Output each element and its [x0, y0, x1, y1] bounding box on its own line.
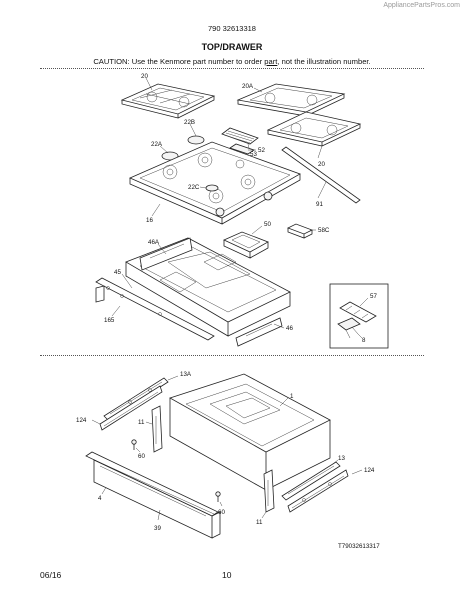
- callout-124-right: 124: [364, 467, 375, 474]
- callout-46a: 46A: [148, 239, 160, 246]
- callout-13: 13: [338, 455, 345, 462]
- callout-60-right: 60: [218, 509, 225, 516]
- callout-57: 57: [370, 293, 377, 300]
- screw-60-right[interactable]: [215, 491, 221, 502]
- drawer-body-1[interactable]: [169, 373, 331, 491]
- callout-60-left: 60: [138, 453, 145, 460]
- rail-13a[interactable]: [103, 377, 169, 421]
- drawer-panel-39[interactable]: [93, 459, 221, 539]
- caution-part-word: part: [264, 57, 278, 66]
- footer-date: 06/16: [40, 570, 62, 580]
- cooktop-16[interactable]: [129, 141, 301, 225]
- grate-left[interactable]: [120, 83, 216, 119]
- caution-prefix: CAUTION: Use the Kenmore part number to …: [93, 57, 265, 66]
- callout-11-bottom: 11: [256, 519, 263, 526]
- callout-22b: 22B: [184, 119, 195, 126]
- burner-cap-22b[interactable]: [187, 135, 205, 145]
- screw-60-left[interactable]: [131, 439, 137, 450]
- callout-45: 45: [114, 269, 121, 276]
- callout-20a: 20A: [242, 83, 254, 90]
- callout-50: 50: [264, 221, 271, 228]
- rail-13[interactable]: [281, 461, 341, 501]
- callout-4: 4: [98, 495, 102, 502]
- front-rail-165[interactable]: [95, 285, 105, 303]
- callout-8: 8: [362, 337, 366, 344]
- burner-cap-22a[interactable]: [161, 151, 179, 161]
- side-rail-45[interactable]: [95, 277, 215, 341]
- callout-46: 46: [286, 325, 293, 332]
- callout-20-right: 20: [318, 161, 325, 168]
- callout-165: 165: [104, 317, 115, 324]
- burner-bracket-50[interactable]: [223, 231, 269, 259]
- drawer-bracket-11-top[interactable]: [151, 405, 163, 453]
- callout-11-top: 11: [138, 419, 145, 426]
- wire-harness-8[interactable]: [337, 317, 361, 339]
- part-58c[interactable]: [287, 223, 313, 239]
- section-divider: [40, 355, 424, 356]
- caution-suffix: , not the illustration number.: [277, 57, 371, 66]
- callout-52: 52: [258, 147, 265, 154]
- illustration-id: T79032613317: [338, 543, 380, 550]
- callout-91: 91: [316, 201, 323, 208]
- callout-20-left: 20: [141, 73, 148, 80]
- callout-16: 16: [146, 217, 153, 224]
- header-divider: [40, 68, 424, 69]
- callout-53: 53: [250, 151, 257, 158]
- trim-strip-91[interactable]: [281, 146, 361, 204]
- drawer-slide-124-right[interactable]: [287, 469, 349, 513]
- igniter-switch-57[interactable]: [339, 301, 377, 323]
- drawer-bracket-11-bottom[interactable]: [263, 469, 275, 513]
- document-number: 790 32613318: [208, 24, 256, 33]
- watermark: AppliancePartsPros.com: [383, 2, 460, 9]
- callout-1: 1: [290, 393, 294, 400]
- burner-box-frame[interactable]: [125, 237, 291, 337]
- page-title: TOP/DRAWER: [201, 42, 263, 52]
- callout-22c: 22C: [188, 184, 200, 191]
- burner-cap-22c[interactable]: [205, 184, 219, 192]
- callout-39: 39: [154, 525, 161, 532]
- callout-22a: 22A: [151, 141, 163, 148]
- rear-panel-46[interactable]: [235, 317, 283, 347]
- detail-inset-box: [329, 283, 389, 349]
- callout-58c: 58C: [318, 227, 330, 234]
- caution-note: CAUTION: Use the Kenmore part number to …: [0, 57, 464, 66]
- grate-right-top[interactable]: [236, 83, 346, 117]
- page-number: 10: [222, 570, 232, 580]
- callout-13a: 13A: [180, 371, 192, 378]
- grate-right-bottom[interactable]: [266, 111, 362, 147]
- drawer-slide-124-left[interactable]: [99, 385, 163, 431]
- callout-124-left: 124: [76, 417, 87, 424]
- vent-grille-53[interactable]: [221, 127, 259, 145]
